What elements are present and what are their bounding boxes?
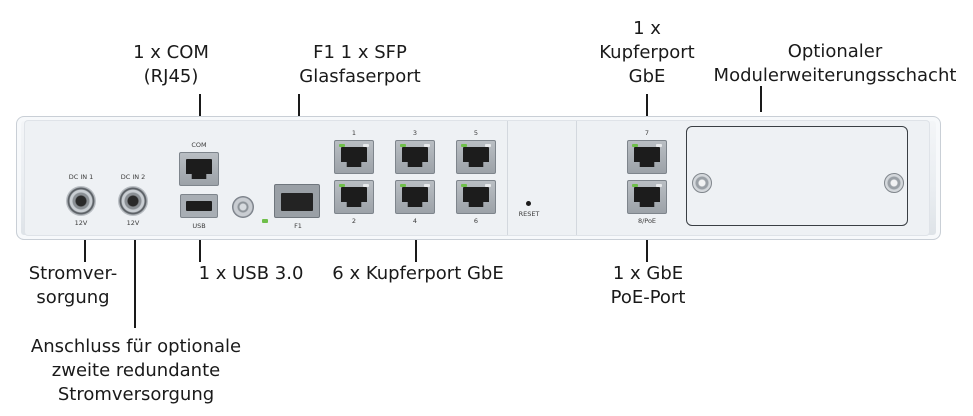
panel-divider [507, 121, 508, 235]
callout-copper-six: 6 x Kupferport GbE [332, 263, 504, 284]
usb-port [180, 194, 218, 218]
poe-port-8 [627, 180, 667, 214]
port-number: 3 [412, 129, 418, 137]
module-expansion-bay [686, 126, 908, 226]
status-led [262, 219, 268, 223]
port-number: 6 [473, 217, 479, 225]
callout-module-bay: Optionaler Modulerweiterungsschacht [713, 41, 957, 86]
dc1-voltage: 12V [74, 219, 88, 227]
reset-button [526, 201, 531, 206]
leader-com [199, 94, 201, 134]
port-number: 5 [473, 129, 479, 137]
copper-port-2 [334, 180, 374, 214]
usb-label: USB [192, 222, 206, 230]
com-port [179, 152, 219, 186]
leader-poe [646, 228, 648, 262]
copper-port-5 [456, 140, 496, 174]
copper-port-3 [395, 140, 435, 174]
com-label: COM [191, 141, 207, 149]
leader-copper-six [415, 228, 417, 262]
screw-icon [884, 173, 904, 193]
callout-copper-single: 1 x Kupferport GbE [599, 18, 695, 87]
callout-redundant-power: Anschluss für optionale zweite redundant… [30, 336, 242, 405]
port-number: 2 [351, 217, 357, 225]
copper-port-6 [456, 180, 496, 214]
copper-port-1 [334, 140, 374, 174]
callout-usb: 1 x USB 3.0 [198, 263, 304, 284]
dc2-voltage: 12V [126, 219, 140, 227]
dc2-label: DC IN 2 [120, 173, 146, 181]
sfp-port [274, 184, 320, 218]
port-number: 1 [351, 129, 357, 137]
port-number: 4 [412, 217, 418, 225]
port-8-label: 8/PoE [637, 217, 657, 225]
dc-in-1-jack [66, 186, 96, 216]
sfp-label: F1 [294, 222, 302, 230]
callout-sfp: F1 1 x SFP Glasfaserport [299, 42, 421, 87]
ground-screw-icon [232, 196, 254, 218]
callout-poe: 1 x GbE PoE-Port [610, 263, 686, 308]
leader-usb [199, 228, 201, 262]
leader-power [84, 228, 86, 262]
leader-module-bay [760, 86, 762, 112]
reset-label: RESET [518, 210, 540, 218]
leader-copper-single [646, 94, 648, 122]
callout-power: Stromver- sorgung [28, 263, 118, 308]
dc1-label: DC IN 1 [68, 173, 94, 181]
leader-redundant-power [134, 228, 136, 328]
copper-port-4 [395, 180, 435, 214]
copper-port-7 [627, 140, 667, 174]
dc-in-2-jack [118, 186, 148, 216]
callout-com: 1 x COM (RJ45) [133, 42, 209, 87]
port-7-label: 7 [644, 129, 650, 137]
screw-icon [692, 173, 712, 193]
panel-divider [576, 121, 577, 235]
